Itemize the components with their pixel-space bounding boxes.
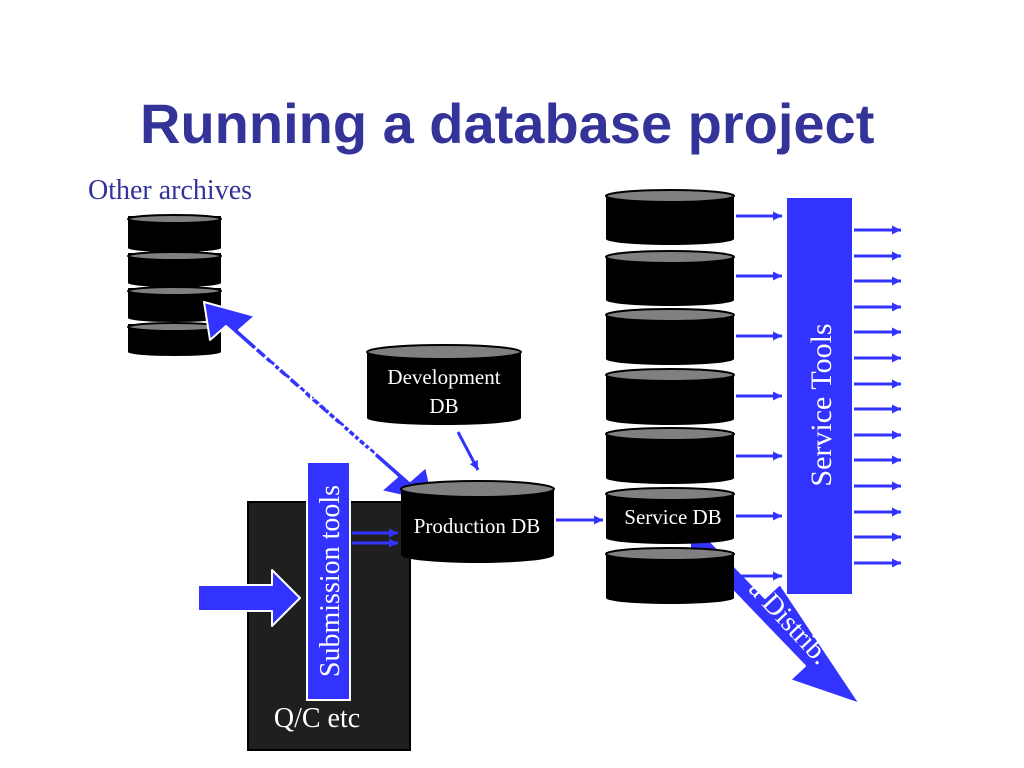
service-tools-bar: Service Tools xyxy=(787,198,852,594)
service-tools-label: Service Tools xyxy=(805,323,838,486)
service-db-to-tools-arrows xyxy=(736,211,782,581)
service-db-3 xyxy=(605,308,735,365)
other-archives-db-stack xyxy=(127,214,222,356)
submission-tools-label: Submission tools xyxy=(315,485,346,677)
service-db-4 xyxy=(605,368,735,425)
service-db-2 xyxy=(605,250,735,306)
development-to-production-arrow xyxy=(456,431,480,471)
qc-label: Q/C etc xyxy=(274,703,360,734)
submission-tools-bar: Submission tools xyxy=(306,461,351,701)
production-db: Production DB xyxy=(400,480,555,563)
production-db-label: Production DB xyxy=(414,514,541,538)
development-db: Development DB xyxy=(366,344,522,425)
service-db-stack: Service DB xyxy=(605,189,735,604)
other-archives-label: Other archives xyxy=(88,175,252,206)
input-arrow xyxy=(197,569,301,627)
development-db-label-line2: DB xyxy=(429,394,458,418)
service-output-arrows xyxy=(854,225,901,568)
development-db-label-line1: Development xyxy=(387,365,500,389)
data-exchange-label: Data exchange xyxy=(242,334,387,467)
service-db-1 xyxy=(605,189,735,245)
service-db-7 xyxy=(605,547,735,604)
slide-title: Running a database project xyxy=(140,92,875,155)
archive-db-4 xyxy=(127,322,222,356)
service-db-6: Service DB xyxy=(605,487,735,544)
service-db-5 xyxy=(605,427,735,484)
archive-db-1 xyxy=(127,214,222,252)
service-db-label: Service DB xyxy=(624,505,721,529)
archive-db-2 xyxy=(127,251,222,287)
